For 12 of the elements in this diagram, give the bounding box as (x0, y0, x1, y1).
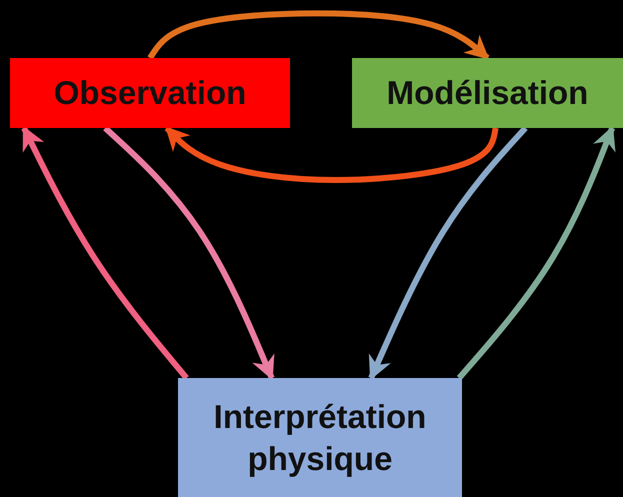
arrow (103, 126, 274, 380)
process-box (352, 58, 623, 128)
arrow (456, 126, 616, 380)
process-box (178, 378, 462, 497)
arrow (368, 126, 528, 380)
node-label: Observation (54, 73, 246, 114)
arrow (164, 126, 499, 183)
node-label: Modélisation (386, 73, 588, 114)
node-label: Interprétation physique (212, 397, 428, 479)
process-box (10, 58, 290, 128)
arrow (148, 10, 490, 60)
arrow (21, 126, 189, 380)
